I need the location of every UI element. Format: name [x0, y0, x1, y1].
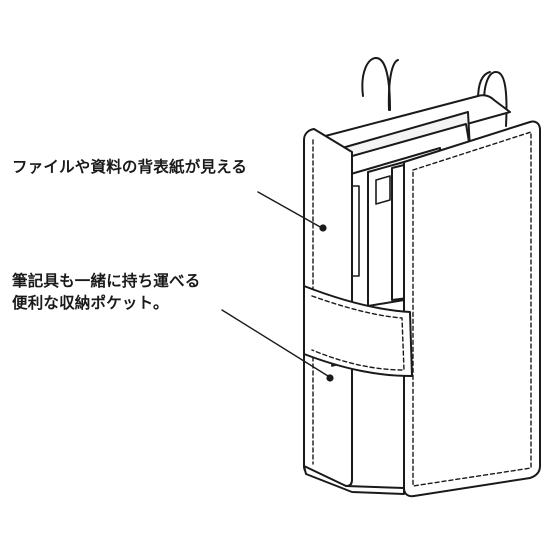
- pocket-stitching: [311, 295, 405, 371]
- callout-pocket-line2: 便利な収納ポケット。: [12, 294, 169, 312]
- callout-pocket-line1: 筆記具も一緒に持ち運べる: [12, 272, 201, 290]
- callout-leader-spines: [257, 191, 323, 229]
- callout-pocket-text: 筆記具も一緒に持ち運べる 便利な収納ポケット。: [12, 270, 200, 314]
- file-spine-label: [375, 175, 391, 205]
- callout-dot-spines: [319, 224, 327, 232]
- callout-spines-text: ファイルや資料の背表紙が見える: [12, 158, 248, 176]
- back-panel: [309, 94, 511, 157]
- callout-leader-pocket: [221, 309, 329, 377]
- front-pocket: [303, 285, 413, 377]
- callout-dot-pocket: [326, 374, 334, 382]
- handle-left: [361, 57, 399, 111]
- case-base: [303, 465, 405, 495]
- case-front-panel: [403, 120, 541, 498]
